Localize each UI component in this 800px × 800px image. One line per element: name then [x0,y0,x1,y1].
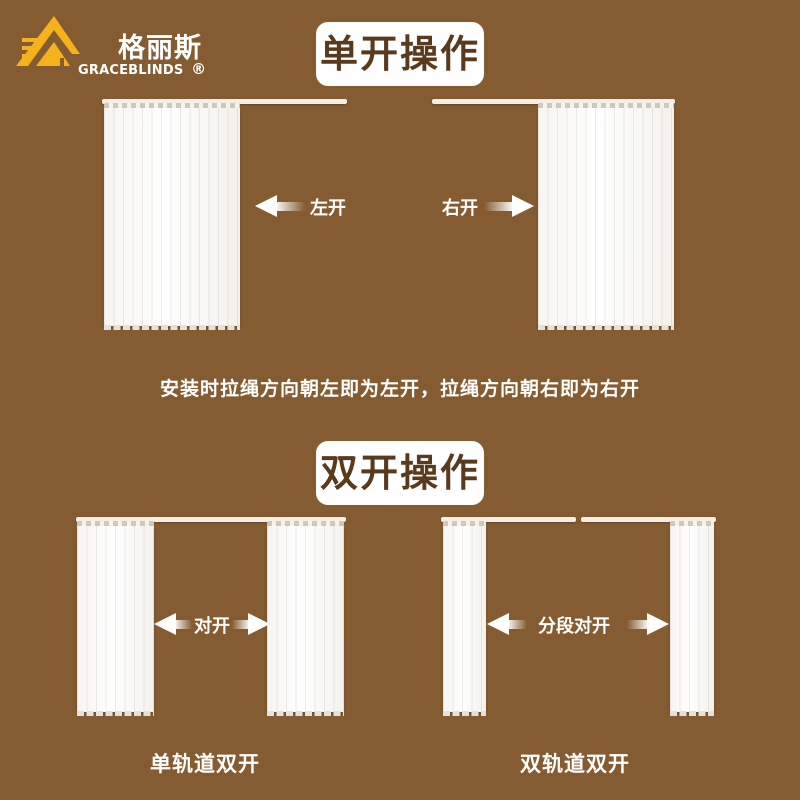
arrow-left-icon [154,613,192,635]
rail-right-open [432,99,675,104]
label-left-open: 左开 [310,198,346,219]
blind-single-track-left [77,526,154,716]
blind-single-track-right [267,526,344,716]
rail-left-open [102,99,347,104]
rail-double-track-left [441,517,576,522]
single-open-title: 单开操作 [316,22,484,86]
caption-double-track: 双轨道双开 [520,752,630,776]
rail-single-track [76,517,346,522]
single-open-instruction: 安装时拉绳方向朝左即为左开，拉绳方向朝右即为右开 [159,378,640,400]
double-open-title: 双开操作 [316,441,484,505]
rail-double-track-right [581,517,716,522]
carriers-double-track-right [670,521,714,527]
caption-single-track: 单轨道双开 [150,752,260,776]
carriers-single-track-right [267,521,344,527]
blind-left-open [104,108,240,330]
carriers-left-open [104,103,240,109]
blind-double-track-left [443,526,486,716]
registered-mark: ® [191,60,207,78]
label-split-open: 分段对开 [538,616,610,637]
arrow-right-icon [232,613,270,635]
brand-logo: 格丽斯 GRACEBLINDS ® [14,14,214,80]
arrow-right-icon [627,613,669,635]
blind-double-track-right [670,526,714,716]
brand-name-cn: 格丽斯 [118,33,202,64]
brand-name-en-text: GRACEBLINDS [78,63,184,78]
label-center-open: 对开 [194,616,230,637]
carriers-right-open [538,103,674,109]
blind-right-open [538,108,674,330]
carriers-double-track-left [443,521,486,527]
arrow-left-icon [487,613,527,635]
brand-name-en: GRACEBLINDS ® [78,60,206,78]
arrow-left-icon [255,195,305,217]
arrow-right-icon [484,195,534,217]
carriers-single-track-left [77,521,154,527]
label-right-open: 右开 [442,198,478,219]
house-blinds-logo-icon [16,16,80,66]
